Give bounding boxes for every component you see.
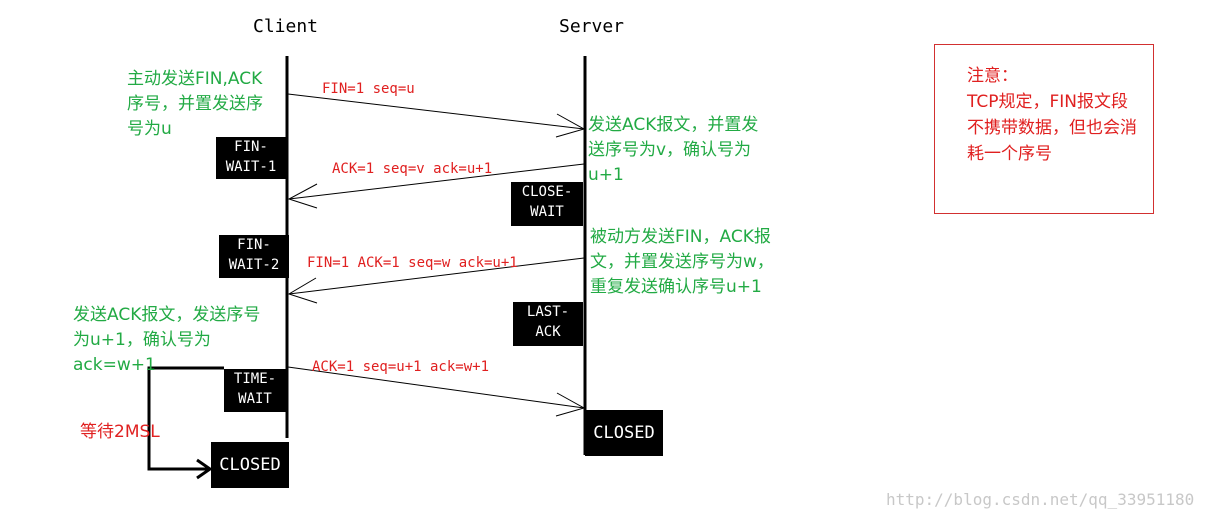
note-box: 注意： TCP规定，FIN报文段不携带数据，但也会消耗一个序号	[934, 44, 1154, 214]
arrow-ack-1	[288, 163, 585, 200]
state-fin-wait-1: FIN- WAIT-1	[216, 137, 286, 179]
message-fin-2: FIN=1 ACK=1 seq=w ack=u+1	[307, 255, 518, 271]
arrow-fin-2	[288, 257, 585, 295]
state-client-closed: CLOSED	[211, 442, 289, 488]
server-ack-annotation: 发送ACK报文，并置发 送序号为v，确认号为 u+1	[588, 115, 759, 185]
arrow-ack-2	[287, 366, 585, 409]
arrowhead-ack-1	[287, 183, 318, 209]
message-ack-2: ACK=1 seq=u+1 ack=w+1	[312, 359, 490, 375]
arrow-fin-1	[287, 93, 585, 130]
server-fin-annotation: 被动方发送FIN，ACK报 文，并置发送序号为w， 重复发送确认序号u+1	[590, 227, 774, 297]
wait-2msl-label: 等待2MSL	[80, 422, 160, 442]
client-ack-annotation: 发送ACK报文，发送序号 为u+1，确认号为 ack=w+1	[73, 305, 261, 375]
message-ack-1: ACK=1 seq=v ack=u+1	[332, 161, 493, 177]
note-body: TCP规定，FIN报文段不携带数据，但也会消耗一个序号	[967, 92, 1137, 164]
state-server-closed: CLOSED	[585, 410, 663, 456]
state-time-wait: TIME- WAIT	[224, 369, 286, 412]
watermark: http://blog.csdn.net/qq_33951180	[886, 490, 1195, 509]
wait-2msl-arrowhead	[196, 458, 213, 480]
arrowhead-ack-2	[555, 392, 586, 417]
arrowhead-fin-1	[555, 113, 586, 138]
message-fin-1: FIN=1 seq=u	[322, 81, 415, 97]
state-close-wait: CLOSE- WAIT	[511, 182, 583, 226]
state-fin-wait-2: FIN- WAIT-2	[219, 235, 289, 278]
client-fin-annotation: 主动发送FIN,ACK 序号，并置发送序 号为u	[127, 69, 263, 139]
note-title: 注意：	[967, 66, 1018, 86]
server-header: Server	[559, 16, 625, 37]
state-last-ack: LAST- ACK	[513, 302, 583, 346]
wait-2msl-loop	[147, 366, 224, 471]
arrowhead-fin-2	[287, 277, 318, 304]
client-header: Client	[253, 16, 319, 37]
